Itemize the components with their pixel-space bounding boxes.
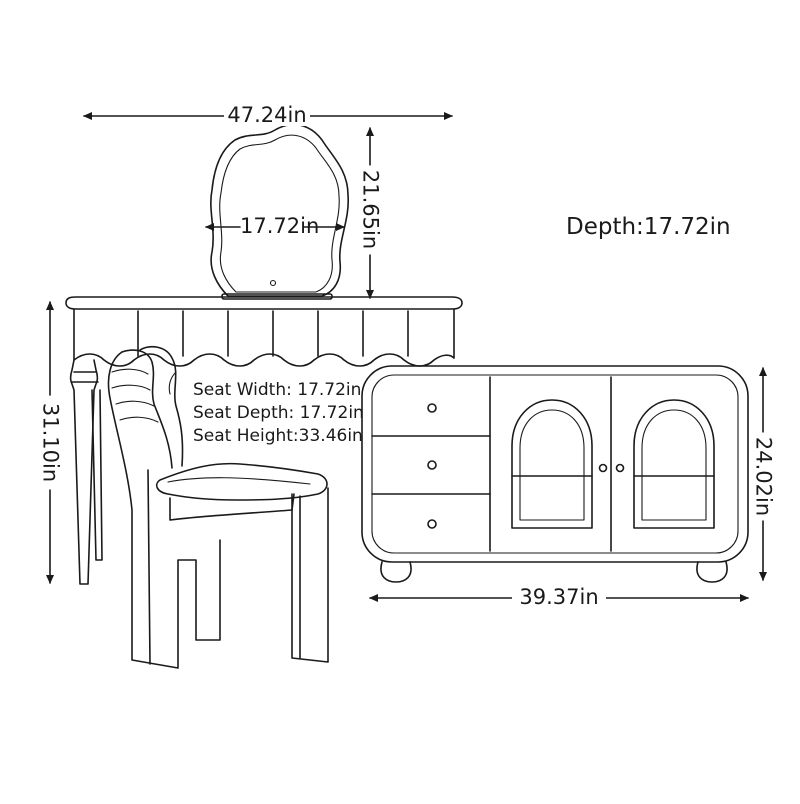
vanity-height-label: 31.10in [39, 398, 63, 487]
seat-height-label: Seat Height:33.46in [193, 426, 363, 446]
depth-label: Depth:17.72in [566, 214, 731, 240]
mirror [210, 123, 349, 300]
cabinet-height-label: 24.02in [752, 432, 776, 521]
seat-depth-label: Seat Depth: 17.72in [193, 403, 364, 423]
mirror-height-label: 21.65in [359, 165, 383, 254]
chair [107, 345, 329, 669]
mirror-width-label: 17.72in [240, 214, 320, 238]
vanity-table [65, 296, 463, 585]
cabinet-width-label: 39.37in [512, 587, 606, 608]
seat-width-label: Seat Width: 17.72in [193, 380, 362, 400]
dimension-arrows [46, 112, 767, 602]
sideboard [361, 365, 749, 583]
vanity-width-label: 47.24in [224, 105, 310, 126]
